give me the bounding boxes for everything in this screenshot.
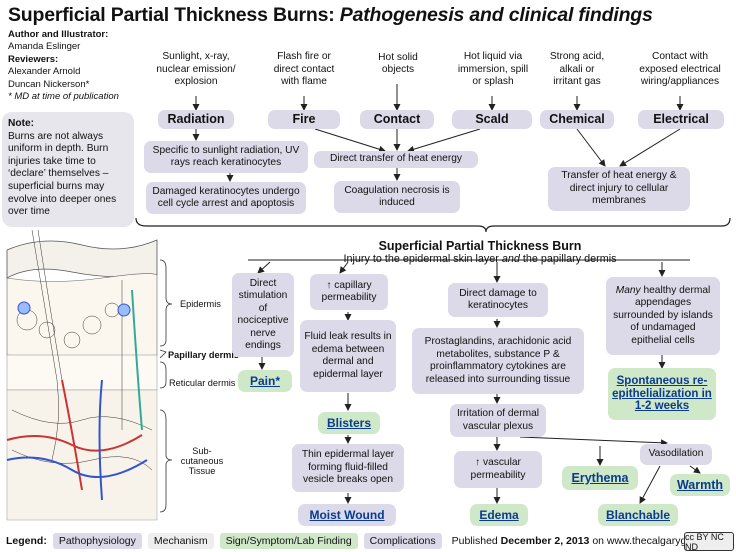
inflammatory-mediators: Prostaglandins, arachidonic acid metabol… <box>412 328 584 394</box>
note-title: Note: <box>8 118 35 129</box>
finding-blanchable: Blanchable <box>598 504 678 526</box>
finding-blisters: Blisters <box>318 412 380 434</box>
cause-contact-text: Hot solid objects <box>378 51 418 76</box>
footnote: * MD at time of publication <box>8 91 119 103</box>
reviewers-label: Reviewers: <box>8 53 59 65</box>
mech-coagulation-necrosis: Coagulation necrosis is induced <box>334 181 460 213</box>
cause-fire-text: Flash fire or direct contact with flame <box>273 51 335 88</box>
legend-mechanism: Mechanism <box>147 533 214 549</box>
direct-keratinocyte-damage: Direct damage to keratinocytes <box>448 283 548 317</box>
reviewer-2: Duncan Nickerson* <box>8 78 90 90</box>
finding-reepithelialization: Spontaneous re-epithelialization in 1-2 … <box>608 368 716 420</box>
complication-moist-wound: Moist Wound <box>298 504 396 526</box>
label-reticular-dermis: Reticular dermis <box>169 378 236 388</box>
cause-electrical-text: Contact with exposed electrical wiring/a… <box>639 51 721 88</box>
mech-chemical-electrical-injury: Transfer of heat energy & direct injury … <box>548 167 690 211</box>
page-title: Superficial Partial Thickness Burns: Pat… <box>8 4 653 27</box>
label-chemical: Chemical <box>540 110 614 129</box>
cc-license-badge[interactable]: cc BY NC ND <box>684 532 734 552</box>
cause-radiation-text: Sunlight, x-ray, nuclear emission/ explo… <box>156 51 236 88</box>
legend-bar: Legend: Pathophysiology Mechanism Sign/S… <box>0 530 736 552</box>
mech-uv-keratinocytes: Specific to sunlight radiation, UV rays … <box>144 141 308 173</box>
thin-epidermis-vesicle: Thin epidermal layer forming fluid-fille… <box>292 444 404 492</box>
label-fire: Fire <box>268 110 340 129</box>
note-box: Note: Burns are not always uniform in de… <box>2 112 134 227</box>
finding-pain: Pain* <box>238 370 292 392</box>
vascular-permeability: ↑ vascular permeability <box>454 451 542 488</box>
vasodilation: Vasodilation <box>640 444 712 465</box>
legend-pathophysiology: Pathophysiology <box>52 533 142 549</box>
legend-label: Legend: <box>6 535 47 547</box>
cause-chemical-text: Strong acid, alkali or irritant gas <box>549 51 605 88</box>
label-subcutaneous: Sub-cutaneous Tissue <box>180 446 224 476</box>
label-contact: Contact <box>360 110 434 129</box>
label-electrical: Electrical <box>638 110 724 129</box>
label-scald: Scald <box>452 110 532 129</box>
cause-scald-text: Hot liquid via immersion, spill or splas… <box>457 51 529 88</box>
label-radiation: Radiation <box>158 110 234 129</box>
hub-title: Superficial Partial Thickness Burn <box>378 239 582 253</box>
central-burn-node: Superficial Partial Thickness Burn Injur… <box>270 239 690 265</box>
note-text: Burns are not always uniform in depth. B… <box>8 130 117 218</box>
title-main: Superficial Partial Thickness Burns: <box>8 4 335 26</box>
fluid-leak-edema: Fluid leak results in edema between derm… <box>300 320 396 392</box>
capillary-permeability: ↑ capillary permeability <box>310 274 388 310</box>
hub-subtitle: Injury to the epidermal skin layer and t… <box>343 253 617 265</box>
author-name: Amanda Eslinger <box>8 41 81 53</box>
reviewer-1: Alexander Arnold <box>8 66 81 78</box>
label-papillary-dermis: Papillary dermis <box>168 350 239 360</box>
finding-edema: Edema <box>470 504 528 526</box>
skin-illustration <box>2 230 158 522</box>
credits: Author and Illustrator: Amanda Eslinger … <box>8 29 119 103</box>
mech-heat-transfer: Direct transfer of heat energy <box>314 151 478 168</box>
finding-erythema: Erythema <box>562 466 638 490</box>
title-subtitle: Pathogenesis and clinical findings <box>339 4 653 26</box>
legend-sign-symptom: Sign/Symptom/Lab Finding <box>219 533 358 549</box>
healthy-dermal-appendages: Many healthy dermal appendages surrounde… <box>606 277 720 355</box>
author-label: Author and Illustrator: <box>8 29 109 40</box>
legend-complications: Complications <box>363 533 442 549</box>
finding-warmth: Warmth <box>670 474 730 496</box>
dermal-plexus-irritation: Irritation of dermal vascular plexus <box>450 404 546 437</box>
nerve-stimulation: Direct stimulation of nociceptive nerve … <box>232 273 294 357</box>
mech-keratinocyte-apoptosis: Damaged keratinocytes undergo cell cycle… <box>146 182 306 214</box>
label-epidermis: Epidermis <box>180 299 221 309</box>
